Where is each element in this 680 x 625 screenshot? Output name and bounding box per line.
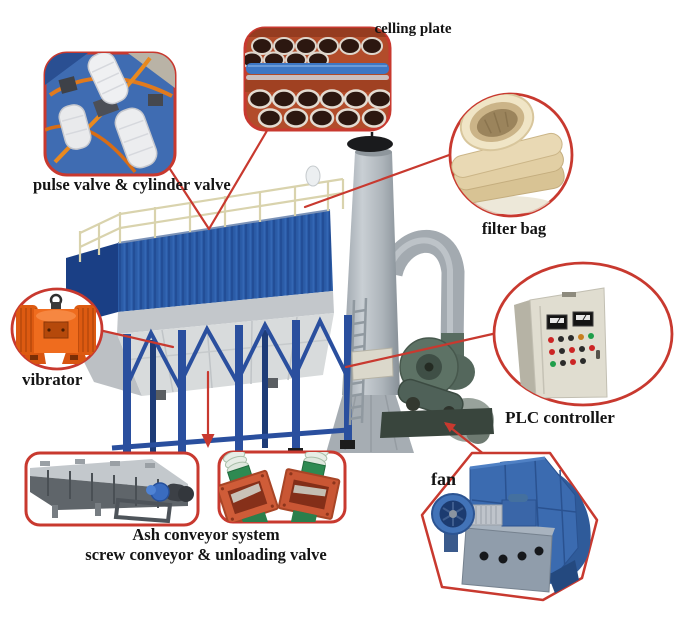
label-ceiling-plate: celling plate bbox=[374, 21, 452, 37]
rotary-valve-left bbox=[219, 452, 279, 522]
callout-fan bbox=[420, 451, 599, 602]
unloading-valve-photo bbox=[219, 452, 341, 522]
fan-arrowhead bbox=[444, 422, 456, 433]
callout-unloading-valve bbox=[217, 450, 347, 524]
connector-fan bbox=[444, 422, 487, 457]
rotary-valve-right bbox=[277, 452, 341, 522]
label-ash-conveyor-line1: Ash conveyor system bbox=[132, 525, 280, 544]
blowpipe bbox=[246, 63, 389, 74]
connector-vibrator bbox=[97, 328, 175, 349]
callout-ceiling-plate bbox=[243, 26, 392, 132]
stack-rain-cap bbox=[347, 136, 393, 152]
plc-cabinet-photo bbox=[514, 287, 608, 401]
screw-conveyor-photo bbox=[30, 459, 194, 524]
label-plc-controller: PLC controller bbox=[505, 408, 615, 427]
side-junction-box bbox=[351, 347, 394, 381]
label-fan: fan bbox=[431, 469, 457, 489]
callout-ash-conveyor bbox=[24, 451, 200, 527]
panel-meters bbox=[546, 311, 594, 330]
fan-at-stack-base bbox=[380, 333, 494, 438]
connector-filter-bag bbox=[303, 152, 454, 209]
label-filter-bag: filter bag bbox=[481, 219, 547, 238]
dust-collector-body bbox=[66, 165, 394, 479]
callout-plc-controller bbox=[492, 261, 674, 407]
cabinet-handle bbox=[596, 350, 600, 359]
pulse-valve-photo bbox=[45, 53, 175, 174]
connector-plc bbox=[344, 331, 499, 369]
panel-buttons bbox=[548, 333, 595, 367]
callout-vibrator bbox=[10, 287, 104, 371]
label-pulse-valve: pulse valve & cylinder valve bbox=[33, 175, 231, 194]
connector-pulse-valve bbox=[166, 164, 211, 231]
rooftop-drum bbox=[305, 165, 321, 187]
label-ash-conveyor-line2: screw conveyor & unloading valve bbox=[85, 545, 327, 564]
vibrator-photo bbox=[16, 293, 96, 364]
support-legs bbox=[111, 315, 355, 479]
filter-bag-photo bbox=[451, 94, 565, 214]
label-vibrator: vibrator bbox=[22, 370, 83, 389]
fan-photo bbox=[431, 456, 591, 596]
callout-filter-bag bbox=[448, 92, 574, 218]
callout-connectors bbox=[97, 127, 499, 457]
down-arrowhead-icon bbox=[201, 434, 215, 448]
casing-base-band bbox=[117, 291, 334, 334]
callout-pulse-valve bbox=[43, 51, 177, 177]
connector-ceiling-plate bbox=[207, 127, 270, 231]
ceiling-plate-photo bbox=[245, 28, 390, 128]
